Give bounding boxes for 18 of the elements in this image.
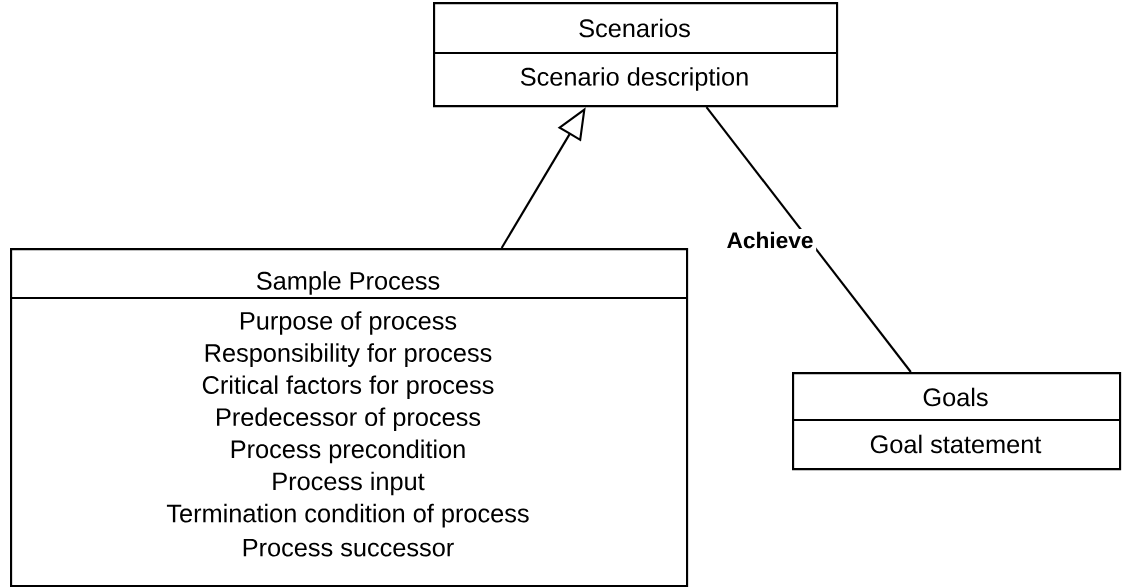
association-line	[705, 106, 912, 373]
class-name: Goals	[923, 387, 988, 407]
attribute-text: Process successor	[243, 538, 454, 557]
attribute-text: Responsibility for process	[205, 343, 492, 367]
attribute-text: Process input	[273, 471, 425, 496]
class-name: Sample Process	[256, 271, 440, 295]
class-name: Scenarios	[579, 18, 690, 38]
class-box	[10, 248, 689, 587]
attribute-text: Predecessor of process	[217, 407, 481, 432]
edge-label: Achieve	[723, 229, 817, 251]
attribute-text: Purpose of process	[240, 311, 457, 335]
attribute-text: Process precondition	[231, 439, 465, 464]
attribute-text: Termination condition of process	[166, 503, 529, 528]
class-box	[433, 2, 839, 108]
class-box	[792, 372, 1122, 471]
attribute-text: Scenario description	[520, 67, 748, 91]
attribute-text: Critical factors for process	[202, 375, 494, 399]
attribute-text: Goal statement	[870, 434, 1042, 454]
